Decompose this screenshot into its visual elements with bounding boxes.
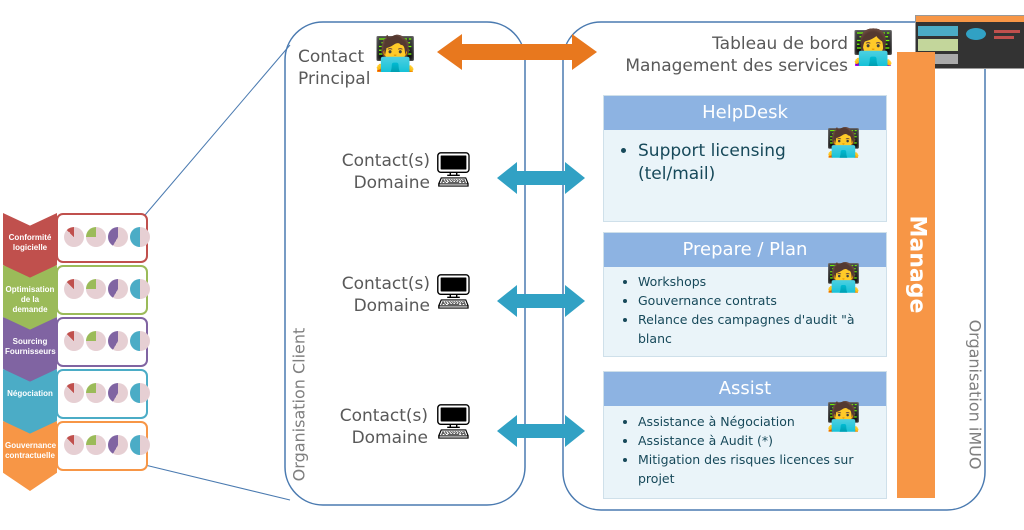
process-step-row: [56, 213, 150, 263]
service-item: Mitigation des risques licences sur proj…: [638, 450, 872, 488]
progress-pie-icon: [64, 227, 84, 247]
user-computer-icon: 👩‍💻: [852, 28, 895, 68]
progress-pie-icon: [108, 435, 128, 455]
assist-panel: Assist Assistance à Négociation Assistan…: [603, 371, 887, 499]
process-step-row: [56, 265, 150, 315]
progress-pie-icon: [64, 435, 84, 455]
dashboard-thumbnail: [915, 15, 1024, 69]
server-user-icon: 🖥: [432, 402, 476, 442]
contact-domaine-label: Contact(s) Domaine: [339, 406, 428, 448]
process-step-label: Gouvernance contractuelle: [5, 441, 57, 460]
progress-pie-icon: [130, 279, 150, 299]
assist-header: Assist: [604, 372, 886, 406]
user-computer-icon: 🧑‍💻: [374, 34, 417, 74]
service-item: Assistance à Audit (*): [638, 431, 872, 450]
progress-pie-icon: [108, 279, 128, 299]
imuo-organisation-label: Organisation iMUO: [965, 319, 985, 470]
manage-label: Manage: [904, 215, 930, 314]
user-computer-icon: 🧑‍💻: [826, 126, 861, 159]
progress-pie-icon: [130, 331, 150, 351]
blue-double-arrow: [497, 162, 585, 194]
progress-pie-icon: [108, 331, 128, 351]
progress-pie-icon: [86, 227, 106, 247]
orange-double-arrow: [437, 34, 597, 70]
progress-pie-icon: [86, 435, 106, 455]
progress-pie-icon: [108, 383, 128, 403]
dashboard-title: Tableau de bord Management des services: [625, 34, 848, 76]
progress-pie-icon: [130, 435, 150, 455]
helpdesk-header: HelpDesk: [604, 96, 886, 130]
imuo-organisation-frame: [562, 21, 986, 511]
process-step-row: [56, 421, 150, 471]
service-item: Gouvernance contrats: [638, 291, 872, 310]
user-computer-icon: 🧑‍💻: [826, 261, 861, 294]
process-step-row: [56, 317, 150, 367]
service-item: Assistance à Négociation: [638, 412, 872, 431]
process-step-label: Négociation: [7, 389, 53, 398]
process-step-label: Conformité logicielle: [8, 233, 52, 252]
contact-domaine-label: Contact(s) Domaine: [341, 151, 430, 193]
service-item: Support licensing (tel/mail): [638, 140, 826, 186]
client-organisation-frame: [284, 21, 526, 506]
service-item: Relance des campagnes d'audit "à blanc: [638, 310, 872, 348]
manage-bar: Manage: [897, 52, 935, 498]
blue-double-arrow: [497, 415, 585, 447]
progress-pie-icon: [64, 279, 84, 299]
server-user-icon: 🖥: [432, 272, 476, 312]
contact-principal-label: Contact Principal: [298, 47, 371, 89]
user-computer-icon: 🧑‍💻: [826, 400, 861, 433]
blue-double-arrow: [497, 285, 585, 317]
process-step-label: Optimisation de la demande: [5, 285, 55, 314]
progress-pie-icon: [130, 383, 150, 403]
progress-pie-icon: [108, 227, 128, 247]
process-step-label: Sourcing Fournisseurs: [5, 337, 56, 356]
progress-pie-icon: [64, 383, 84, 403]
service-item: Workshops: [638, 272, 872, 291]
prepare-plan-header: Prepare / Plan: [604, 233, 886, 267]
client-organisation-label: Organisation Client: [289, 327, 309, 482]
progress-pie-icon: [86, 383, 106, 403]
process-step-row: [56, 369, 150, 419]
server-user-icon: 🖥: [432, 150, 476, 190]
contact-domaine-label: Contact(s) Domaine: [341, 274, 430, 316]
progress-pie-icon: [86, 279, 106, 299]
progress-pie-icon: [64, 331, 84, 351]
helpdesk-panel: HelpDesk Support licensing (tel/mail) 🧑‍…: [603, 95, 887, 222]
progress-pie-icon: [130, 227, 150, 247]
progress-pie-icon: [86, 331, 106, 351]
prepare-plan-panel: Prepare / Plan Workshops Gouvernance con…: [603, 232, 887, 357]
